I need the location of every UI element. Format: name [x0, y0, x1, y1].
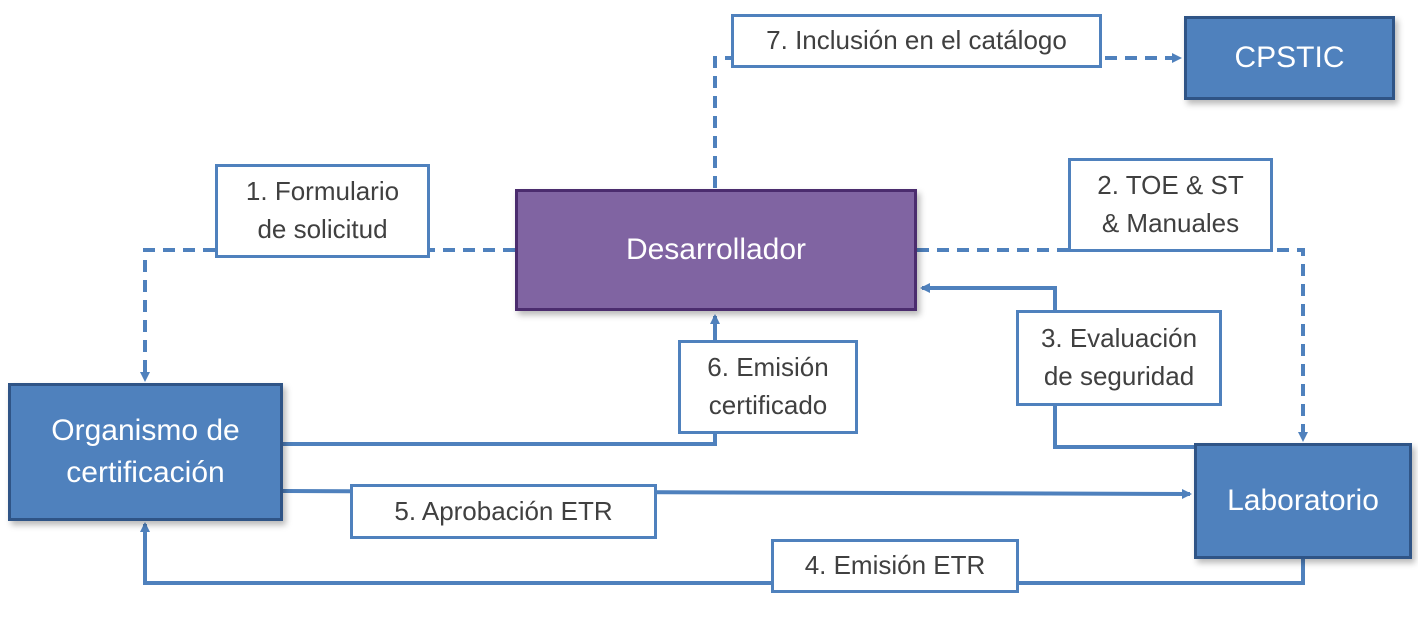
node-organismo-certificacion: Organismo de certificación: [8, 383, 283, 521]
label-emision-certificado: 6. Emisión certificado: [678, 340, 858, 434]
label-formulario-solicitud: 1. Formulario de solicitud: [215, 164, 430, 258]
node-laboratorio: Laboratorio: [1194, 443, 1412, 559]
arrow-emision-certificado: [283, 314, 720, 446]
label-emision-etr: 4. Emisión ETR: [771, 539, 1019, 593]
label-evaluacion-seguridad: 3. Evaluación de seguridad: [1016, 310, 1222, 406]
arrow-formulario: [140, 248, 515, 382]
label-aprobacion-etr: 5. Aprobación ETR: [350, 484, 657, 539]
arrow-emision-etr: [140, 522, 1305, 585]
node-cpstic: CPSTIC: [1184, 16, 1395, 100]
label-toe-st-manuales: 2. TOE & ST & Manuales: [1068, 158, 1273, 252]
node-desarrollador: Desarrollador: [515, 189, 917, 311]
label-inclusion-catalogo: 7. Inclusión en el catálogo: [731, 14, 1102, 68]
arrow-toe-st: [917, 248, 1308, 442]
